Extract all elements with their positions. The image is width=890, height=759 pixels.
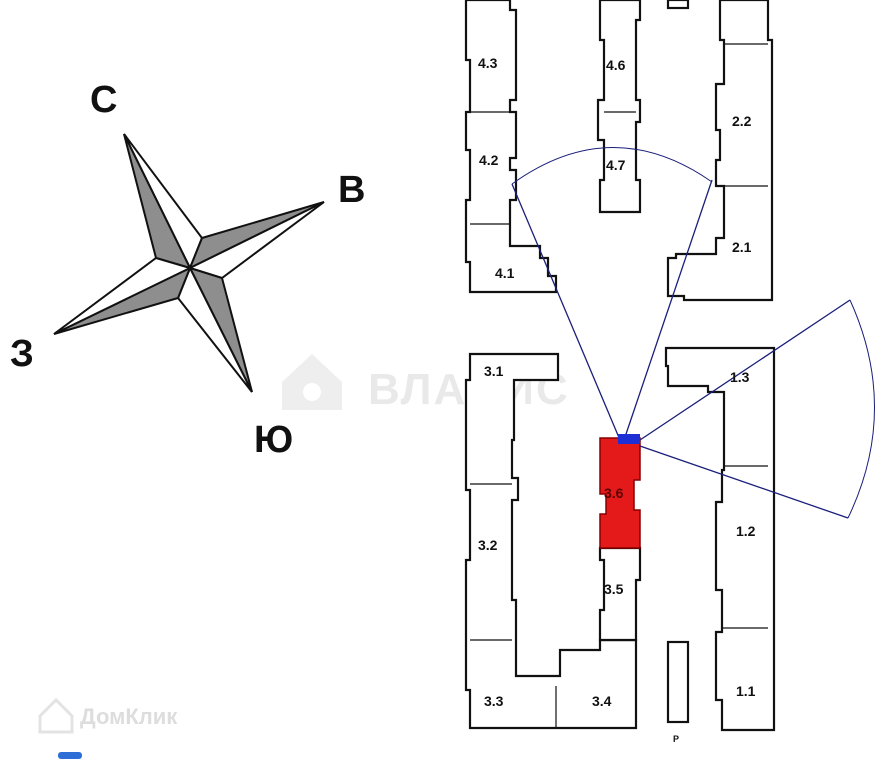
label-building-3-6: 3.6 (604, 485, 624, 501)
label-building-4-1: 4.1 (495, 265, 515, 281)
label-building-1-1: 1.1 (736, 683, 756, 699)
block-1-outline (664, 346, 776, 732)
label-building-3-4: 3.4 (592, 693, 612, 709)
domclick-logo-icon (38, 697, 74, 734)
label-building-3-2: 3.2 (478, 537, 498, 553)
domclick-watermark: ДомКлик (38, 697, 178, 734)
label-building-2-1: 2.1 (732, 239, 752, 255)
compass-west-label: З (10, 333, 34, 375)
label-building-3-5: 3.5 (604, 581, 624, 597)
label-building-4-3: 4.3 (478, 55, 498, 71)
block-4-outline (464, 0, 558, 294)
label-building-3-1: 3.1 (484, 363, 504, 379)
watermark-domclick-text: ДомКлик (80, 704, 178, 729)
label-building-1-3: 1.3 (730, 369, 750, 385)
parking-structure (666, 640, 690, 724)
compass-north-label: С (90, 79, 117, 121)
compass-rose: С В З Ю (10, 79, 365, 461)
house-logo-icon (282, 354, 342, 410)
label-building-4-2: 4.2 (479, 152, 499, 168)
label-building-1-2: 1.2 (736, 523, 756, 539)
label-building-2-2: 2.2 (732, 113, 752, 129)
bottom-edge-badge (58, 752, 82, 759)
compass-east-label: В (338, 169, 365, 211)
label-building-4-7: 4.7 (606, 157, 626, 173)
compass-south-label: Ю (254, 419, 293, 461)
small-structure-top (666, 0, 690, 10)
selected-building-3-6 (599, 437, 641, 549)
view-direction-lines (511, 147, 875, 519)
block-3-outline (464, 352, 638, 730)
label-building-4-6: 4.6 (606, 57, 626, 73)
label-building-3-3: 3.3 (484, 693, 504, 709)
block-2-outline (666, 0, 774, 302)
block-4-middle-outline (596, 0, 642, 214)
viewpoint-marker (618, 434, 640, 444)
building-3-5 (598, 546, 642, 642)
label-parking: P (673, 734, 679, 744)
